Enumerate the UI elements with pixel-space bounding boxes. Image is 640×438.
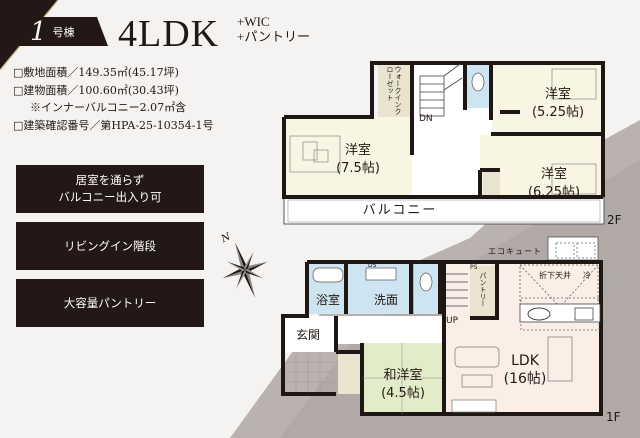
room-size: (7.5帖) <box>336 161 380 176</box>
ds-label: DS <box>368 262 377 269</box>
room-name: 和洋室 <box>383 368 423 383</box>
feature-pantry: 大容量パントリー <box>16 279 204 327</box>
room-name: LDK <box>511 353 539 369</box>
balcony-label: バルコニー <box>362 203 438 218</box>
room-japanese: 和洋室 (4.5帖) <box>368 367 438 403</box>
stairs-down-label: DN <box>419 114 433 124</box>
building-area: □建物面積／100.60㎡(30.43坪) <box>13 83 179 97</box>
lowered-ceiling-label: 折下天井 <box>539 271 571 280</box>
plan-extra-pantry: +パントリー <box>237 29 310 44</box>
feature-balcony-access: 居室を通らずバルコニー出入り可 <box>16 165 204 213</box>
room-size: (6.25帖) <box>527 185 581 200</box>
room-size: (16帖) <box>503 371 547 387</box>
permit-number: □建築確認番号／第HPA-25-10354-1号 <box>13 118 214 132</box>
entrance-label: 玄関 <box>295 328 320 342</box>
building-badge: 1 号棟 <box>16 17 108 46</box>
spec-list: □敷地面積／149.35㎡(45.17坪) □建物面積／100.60㎡(30.4… <box>13 64 213 134</box>
plan-type: 4LDK <box>118 13 220 55</box>
feature-text: 大容量パントリー <box>63 295 157 310</box>
bath-label: 浴室 <box>315 293 340 307</box>
room-western-7-5: 洋室 (7.5帖) <box>318 142 398 178</box>
ps-label: PS <box>470 264 478 271</box>
ecocute-label: エコキュート <box>488 247 542 256</box>
plan-extras: +WIC +パントリー <box>237 14 310 44</box>
compass-rose-icon: N <box>219 231 268 299</box>
room-size: (5.25帖) <box>531 105 585 120</box>
room-western-6-25: 洋室 (6.25帖) <box>514 166 594 202</box>
room-size: (4.5帖) <box>381 386 425 401</box>
room-name: 洋室 <box>540 167 567 182</box>
wic-label: ウォークインクローゼット <box>386 66 402 115</box>
room-name: 洋室 <box>544 87 571 102</box>
building-number: 1 <box>30 16 47 47</box>
building-suffix: 号棟 <box>52 25 75 39</box>
pantry-label: パントリー <box>479 272 487 307</box>
fridge-label: 冷 <box>583 271 591 280</box>
floor-tag-2f: 2F <box>607 213 622 227</box>
balcony-note: ※インナーバルコニー2.07㎡含 <box>30 101 187 114</box>
room-name: 洋室 <box>344 143 371 158</box>
feature-text: バルコニー出入り可 <box>58 190 162 204</box>
washroom-label: 洗面 <box>373 293 398 307</box>
floor-tag-1f: 1F <box>606 410 621 424</box>
feature-text: リビングイン階段 <box>64 238 156 253</box>
stairs-up-label: UP <box>446 316 459 326</box>
plan-extra-wic: +WIC <box>237 14 270 29</box>
feature-text: 居室を通らず <box>75 173 145 187</box>
room-western-5-25: 洋室 (5.25帖) <box>518 86 598 122</box>
feature-living-stairs: リビングイン階段 <box>16 222 204 270</box>
site-area: □敷地面積／149.35㎡(45.17坪) <box>13 66 179 79</box>
room-ldk: LDK (16帖) <box>495 352 555 388</box>
